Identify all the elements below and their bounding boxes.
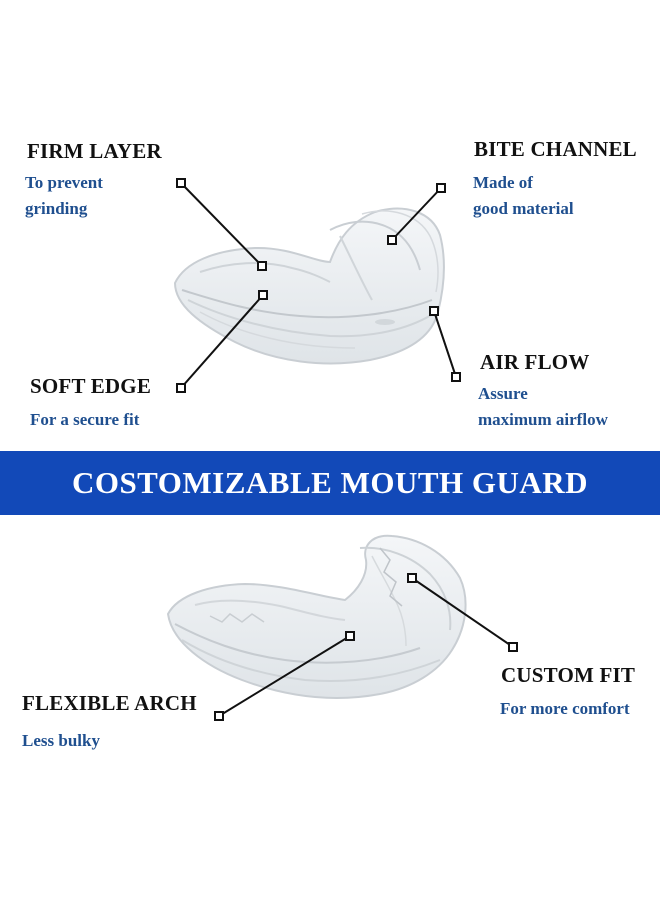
callout-pointer-custom-fit [407,573,518,652]
callout-desc-soft-edge: For a secure fit [30,410,140,429]
callout-title-soft-edge: SOFT EDGE [30,374,152,398]
callout-pointer-firm-layer [176,178,267,271]
callout-title-bite-channel: BITE CHANNEL [474,137,637,161]
title-banner: COSTOMIZABLE MOUTH GUARD [0,451,660,515]
mouth-guard-top-image [173,207,446,365]
callout-desc-flexible-arch: Less bulky [22,731,100,750]
callout-title-flexible-arch: FLEXIBLE ARCH [22,691,197,715]
callout-pointer-bite-channel [387,183,446,245]
banner-title: COSTOMIZABLE MOUTH GUARD [71,465,589,500]
callout-desc-firm-layer-line2: grinding [25,199,88,218]
callout-desc-air-flow-line1: Assure [478,384,528,403]
mouth-guard-bottom-image [166,534,467,699]
callout-pointer-flexible-arch [214,631,355,721]
callout-desc-bite-channel-line2: good material [473,199,574,218]
callout-desc-air-flow-line2: maximum airflow [478,410,608,429]
callout-title-air-flow: AIR FLOW [480,350,590,374]
callout-desc-custom-fit: For more comfort [500,699,630,718]
callout-pointer-air-flow [429,306,461,382]
callout-pointer-soft-edge [176,290,268,393]
callout-desc-bite-channel-line1: Made of [473,173,533,192]
callout-title-firm-layer: FIRM LAYER [27,139,162,163]
callout-desc-firm-layer-line1: To prevent [25,173,103,192]
callout-title-custom-fit: CUSTOM FIT [501,663,636,687]
